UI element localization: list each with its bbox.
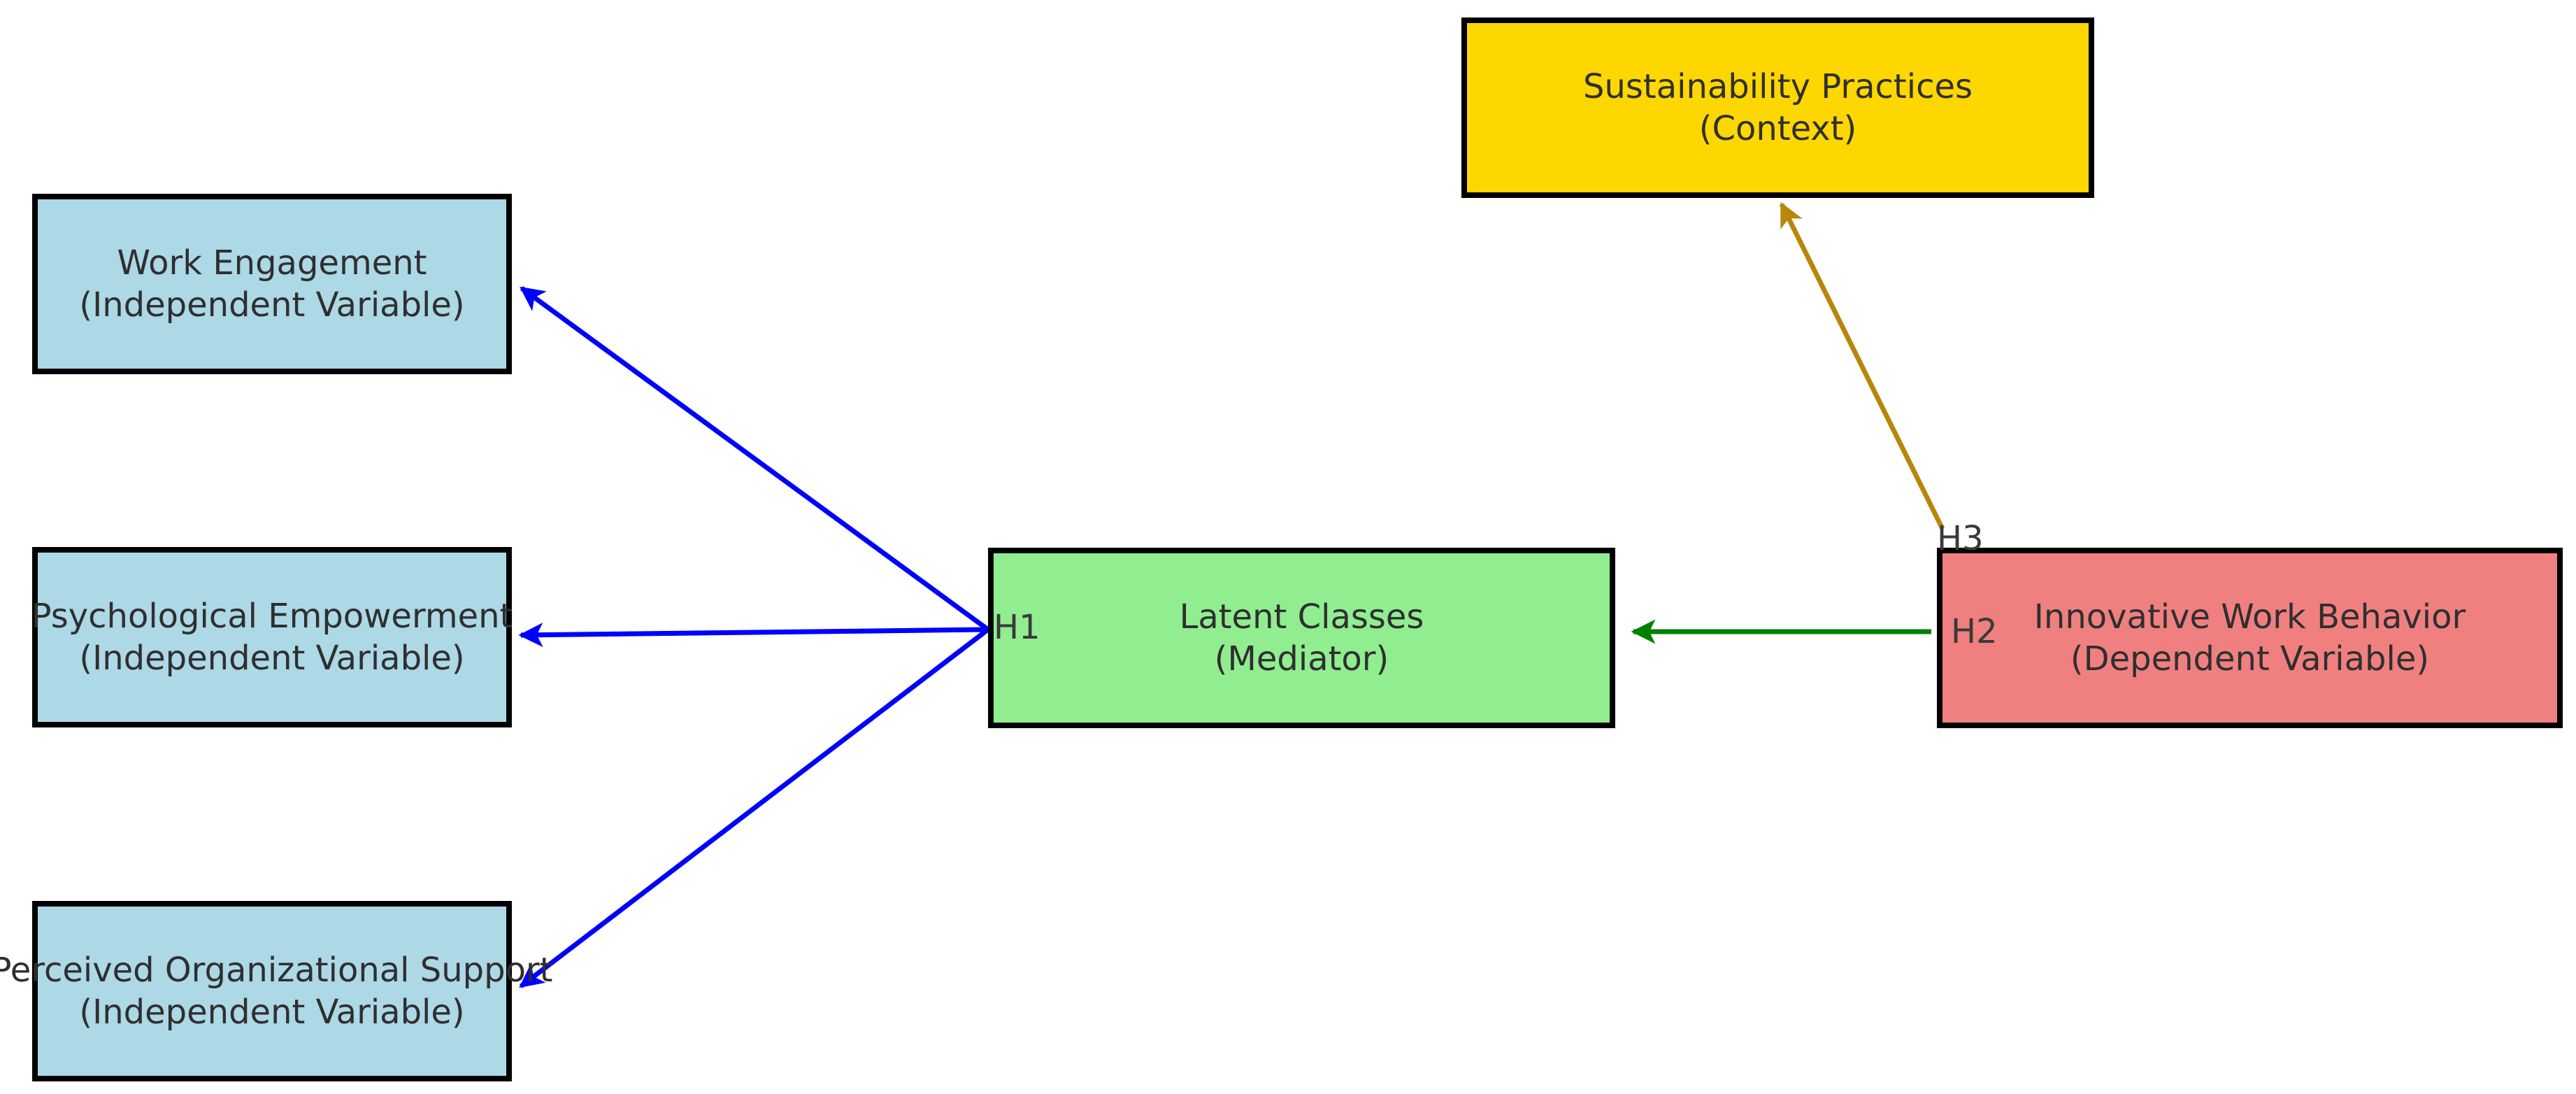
- node-perceived-organizational-support: Perceived Organizational Support (Indepe…: [0, 901, 553, 1081]
- hypothesis-label-h2: H2: [1951, 612, 1998, 651]
- node-title: Latent Classes: [1179, 597, 1424, 637]
- node-title: Psychological Empowerment: [31, 597, 513, 636]
- node-subtitle: (Independent Variable): [79, 993, 465, 1032]
- node-subtitle: (Independent Variable): [79, 285, 465, 325]
- node-psychological-empowerment: Psychological Empowerment (Independent V…: [31, 547, 513, 727]
- node-subtitle: (Context): [1698, 109, 1857, 148]
- arrow-h1-to-perceived-support: [519, 627, 990, 988]
- hypothesis-label-h1: H1: [994, 608, 1040, 647]
- node-title: Work Engagement: [117, 243, 427, 283]
- node-innovative-work-behavior: Innovative Work Behavior (Dependent Vari…: [1937, 548, 2563, 728]
- node-latent-classes: Latent Classes (Mediator): [988, 548, 1615, 728]
- node-sustainability-practices: Sustainability Practices (Context): [1461, 17, 2094, 198]
- node-work-engagement: Work Engagement (Independent Variable): [32, 194, 512, 374]
- arrow-h3-to-sustainability: [1779, 201, 1945, 530]
- node-title: Innovative Work Behavior: [2033, 597, 2466, 637]
- node-subtitle: (Dependent Variable): [2070, 639, 2430, 679]
- node-subtitle: (Independent Variable): [79, 639, 465, 678]
- node-title: Sustainability Practices: [1583, 67, 1973, 106]
- arrow-h1-to-psych-empowerment: [518, 623, 989, 648]
- hypothesis-label-h3: H3: [1937, 519, 1984, 558]
- node-title: Perceived Organizational Support: [0, 951, 553, 990]
- arrow-h1-to-work-engagement: [520, 286, 990, 632]
- node-subtitle: (Mediator): [1214, 639, 1389, 679]
